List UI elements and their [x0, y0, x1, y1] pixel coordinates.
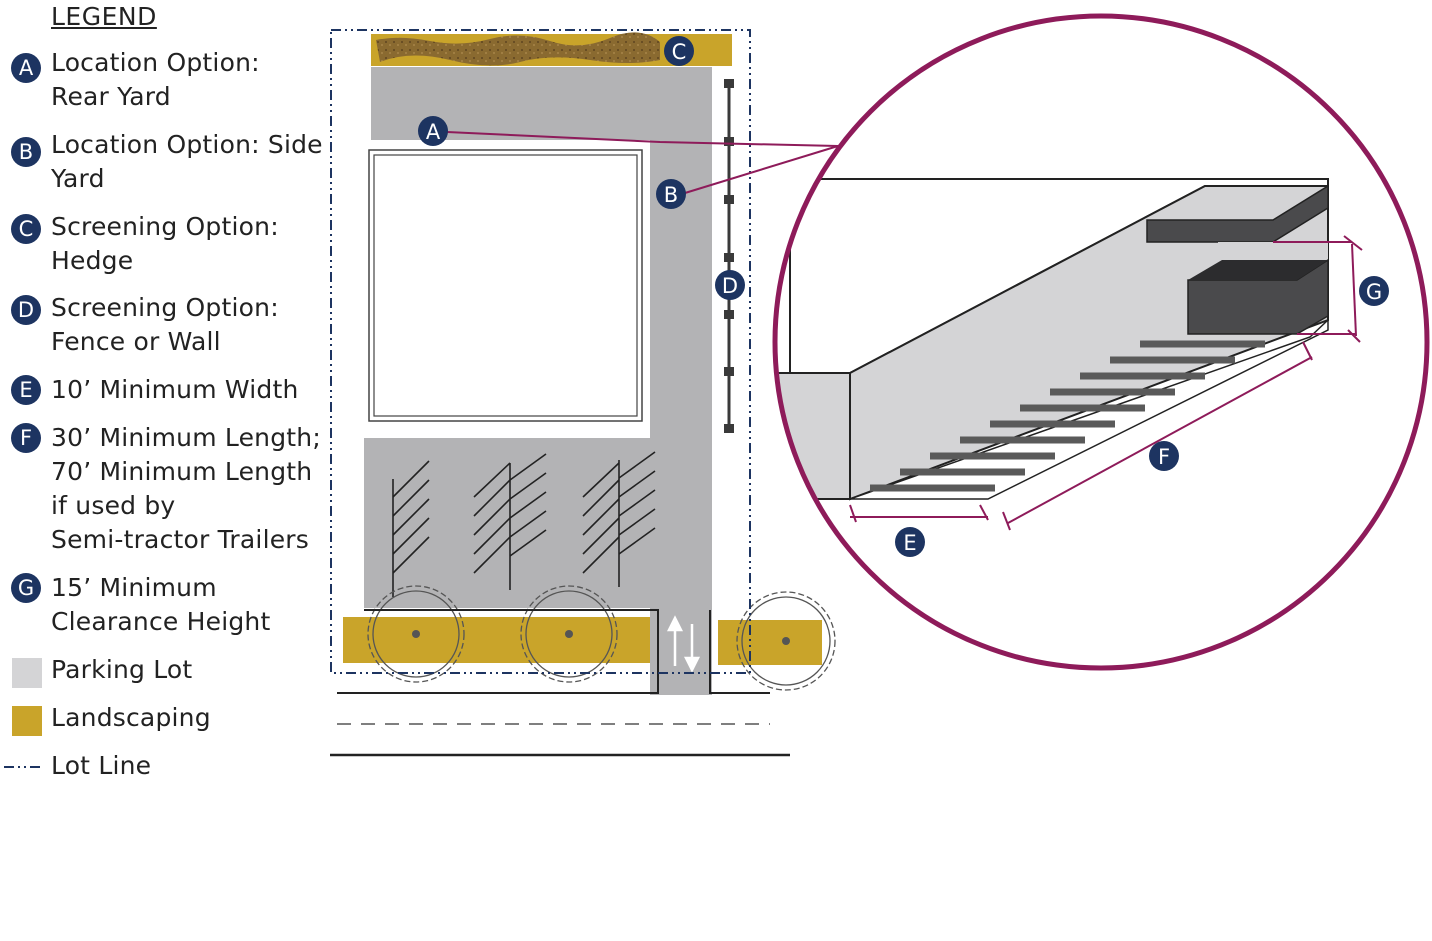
badge-b-plan: B [656, 179, 686, 209]
site-plan [330, 29, 836, 757]
dimension-f [1002, 341, 1313, 531]
lot-line [330, 29, 751, 674]
loading-stripes [870, 340, 1265, 492]
driveway-entrance [658, 608, 710, 695]
badge-c: C [11, 214, 41, 244]
loading-dock-top [1188, 260, 1328, 280]
badge-a: A [11, 53, 41, 83]
tree-trunk [412, 630, 420, 638]
dimension-e [849, 504, 989, 523]
badge-c-plan-label: C [672, 40, 687, 64]
legend-label-d-line2: Fence or Wall [51, 327, 221, 356]
legend-label-f-line4: Semi-tractor Trailers [51, 525, 310, 554]
tree-trunk [565, 630, 573, 638]
building-inner [373, 154, 638, 417]
front-parking-lot [364, 438, 712, 608]
legend-label-f-line1: 30’ Minimum Length; [51, 423, 321, 452]
legend-label-g-line1: 15’ Minimum [51, 573, 217, 602]
parking-lot-swatch [12, 658, 42, 688]
legend-label-c-line1: Screening Option: [51, 212, 279, 241]
badge-f-detail-label: F [1158, 445, 1170, 469]
badge-b: B [11, 137, 41, 167]
legend-label-e-line1: 10’ Minimum Width [51, 375, 299, 404]
badge-e-detail: E [895, 527, 925, 557]
legend-title: LEGEND [51, 2, 157, 31]
landscaping-swatch [12, 706, 42, 736]
two-way-arrows-icon [666, 615, 701, 673]
detail-circle-border [772, 13, 1430, 671]
badge-d-plan-label: D [722, 274, 738, 298]
badge-g-detail-label: G [1366, 280, 1382, 304]
dimension-g [1273, 235, 1363, 343]
badge-a-plan-label: A [426, 120, 441, 144]
badge-e-detail-label: E [903, 531, 916, 555]
badge-d: D [11, 295, 41, 325]
legend-label-a-line1: Location Option: [51, 48, 260, 77]
badge-f: F [11, 423, 41, 453]
front-landscape-strip-right [718, 620, 822, 665]
legend: LEGEND A Location Option: Rear Yard B Lo… [0, 0, 330, 800]
legend-label-lot-line: Lot Line [51, 751, 152, 780]
trees [367, 585, 836, 691]
legend-label-c-line2: Hedge [51, 246, 134, 275]
legend-label-b-line1: Location Option: Side [51, 130, 323, 159]
badge-g: G [11, 573, 41, 603]
parking-stalls [392, 451, 656, 597]
badge-b-plan-label: B [664, 183, 678, 207]
canopy [1146, 184, 1329, 243]
detail-view [772, 13, 1430, 671]
legend-label-f-line2: 70’ Minimum Length [51, 457, 313, 486]
badge-c-plan: C [664, 36, 694, 66]
badge-a-plan: A [418, 116, 448, 146]
legend-label-f-line3: if used by [51, 491, 176, 520]
tree-trunk [782, 637, 790, 645]
lot-line-symbol [4, 766, 44, 768]
legend-label-g-line2: Clearance Height [51, 607, 271, 636]
callout-lines [446, 131, 839, 194]
sidewalk-edges [337, 609, 770, 694]
badge-d-plan: D [715, 270, 745, 300]
legend-label-a-line2: Rear Yard [51, 82, 171, 111]
building-outer [368, 149, 643, 422]
legend-label-d-line1: Screening Option: [51, 293, 279, 322]
loading-bay-floor [849, 318, 1329, 500]
legend-label-parking-lot: Parking Lot [51, 655, 193, 684]
badge-g-detail: G [1359, 276, 1389, 306]
badge-e: E [11, 375, 41, 405]
front-landscape-strip-left [343, 617, 650, 663]
legend-label-b-line2: Yard [51, 164, 105, 193]
badge-f-detail: F [1149, 441, 1179, 471]
legend-label-landscaping: Landscaping [51, 703, 211, 732]
fence-wall [724, 79, 734, 433]
hedge-foliage [376, 32, 660, 66]
dock-recess [1218, 242, 1328, 262]
